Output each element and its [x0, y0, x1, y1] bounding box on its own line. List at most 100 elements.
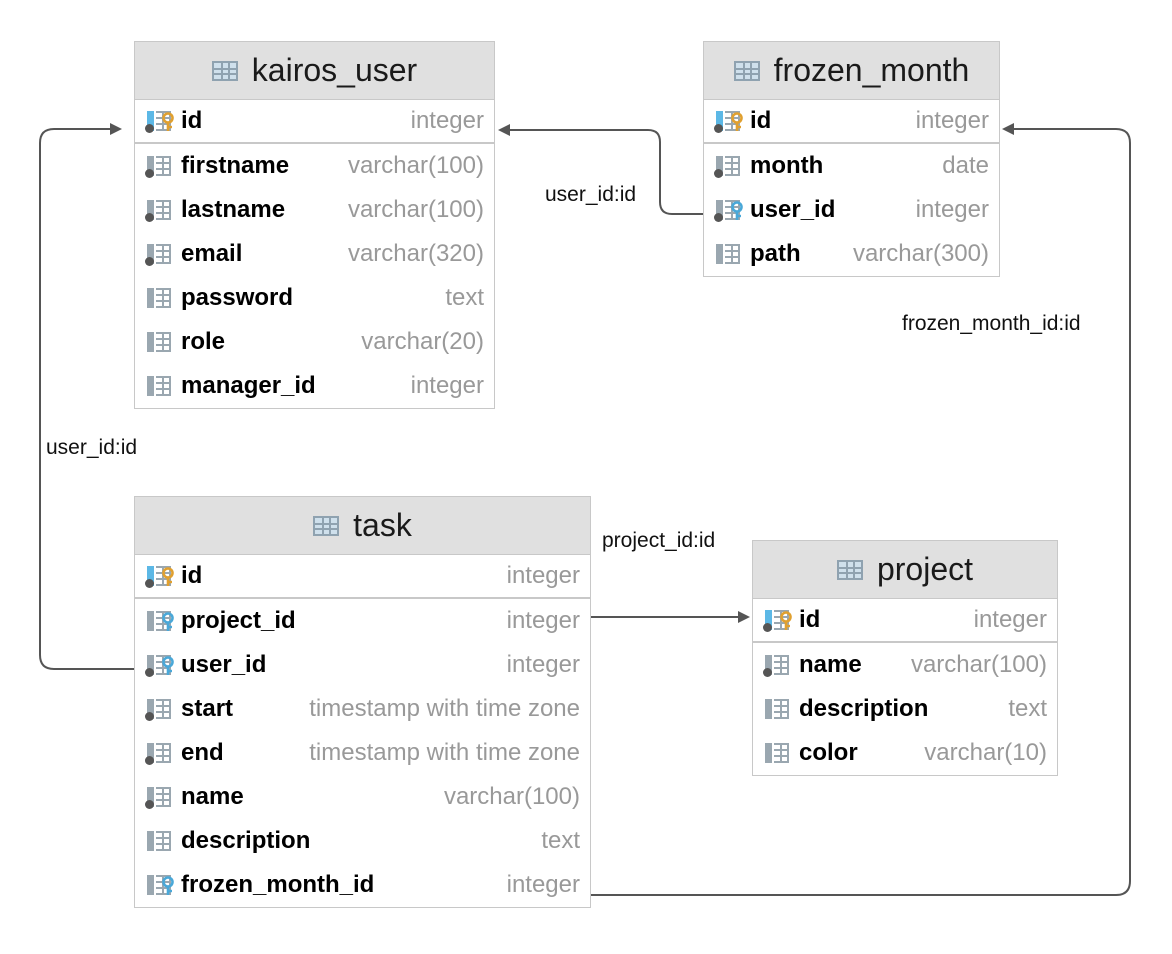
column-icon	[145, 741, 173, 765]
column-type: integer	[915, 196, 989, 223]
column-row[interactable]: id integer	[753, 599, 1057, 643]
column-row[interactable]: end timestamp with time zone	[135, 731, 590, 775]
column-name: frozen_month_id	[181, 871, 375, 898]
column-name: id	[750, 107, 772, 134]
column-row[interactable]: user_id integer	[135, 643, 590, 687]
table-header[interactable]: frozen_month	[704, 42, 999, 100]
table-header[interactable]: project	[753, 541, 1057, 599]
table-icon	[836, 559, 863, 580]
primary-key-column-icon	[145, 109, 174, 133]
column-name: id	[181, 107, 203, 134]
column-name: project_id	[181, 607, 296, 634]
column-row[interactable]: firstname varchar(100)	[135, 144, 494, 188]
link-task-frozen-month	[590, 123, 1131, 896]
column-name: manager_id	[181, 372, 316, 399]
column-row[interactable]: month date	[704, 144, 999, 188]
column-name: name	[181, 783, 244, 810]
column-icon	[145, 785, 173, 809]
column-type: varchar(320)	[347, 240, 484, 267]
column-row[interactable]: password text	[135, 276, 494, 320]
foreign-key-column-icon	[714, 198, 743, 222]
column-type: varchar(20)	[361, 328, 484, 355]
relation-label: frozen_month_id:id	[902, 312, 1081, 335]
column-icon	[145, 829, 173, 853]
column-icon	[145, 697, 173, 721]
column-name: end	[181, 739, 224, 766]
column-type: date	[942, 152, 989, 179]
column-row[interactable]: email varchar(320)	[135, 232, 494, 276]
column-icon	[714, 242, 742, 266]
column-type: timestamp with time zone	[309, 695, 580, 722]
column-type: integer	[506, 651, 580, 678]
column-name: firstname	[181, 152, 290, 179]
table-header[interactable]: kairos_user	[135, 42, 494, 100]
column-name: user_id	[750, 196, 836, 223]
column-row[interactable]: id integer	[135, 100, 494, 144]
column-row[interactable]: lastname varchar(100)	[135, 188, 494, 232]
foreign-key-column-icon	[145, 653, 174, 677]
primary-key-column-icon	[714, 109, 743, 133]
table-name: project	[876, 551, 974, 587]
column-name: email	[181, 240, 243, 267]
column-name: month	[750, 152, 824, 179]
column-row[interactable]: start timestamp with time zone	[135, 687, 590, 731]
link-task-user	[39, 123, 134, 670]
column-row[interactable]: manager_id integer	[135, 364, 494, 408]
column-icon	[145, 242, 173, 266]
column-type: varchar(10)	[924, 739, 1047, 766]
column-type: varchar(100)	[347, 152, 484, 179]
column-name: start	[181, 695, 234, 722]
foreign-key-column-icon	[145, 609, 174, 633]
column-type: integer	[506, 562, 580, 589]
column-type: text	[445, 284, 484, 311]
column-row[interactable]: frozen_month_id integer	[135, 863, 590, 907]
table-header[interactable]: task	[135, 497, 590, 555]
column-type: integer	[506, 607, 580, 634]
column-row[interactable]: id integer	[704, 100, 999, 144]
column-name: password	[181, 284, 294, 311]
column-type: integer	[410, 107, 484, 134]
column-name: user_id	[181, 651, 267, 678]
table-icon	[211, 60, 238, 81]
column-type: integer	[915, 107, 989, 134]
column-icon	[145, 198, 173, 222]
relation-label: user_id:id	[46, 436, 138, 459]
column-row[interactable]: role varchar(20)	[135, 320, 494, 364]
column-icon	[145, 374, 173, 398]
column-name: path	[750, 240, 801, 267]
column-row[interactable]: project_id integer	[135, 599, 590, 643]
column-icon	[145, 286, 173, 310]
column-type: integer	[973, 606, 1047, 633]
column-icon	[763, 653, 791, 677]
column-icon	[145, 154, 173, 178]
column-row[interactable]: id integer	[135, 555, 590, 599]
primary-key-column-icon	[763, 608, 792, 632]
column-name: description	[181, 827, 311, 854]
column-name: id	[181, 562, 203, 589]
column-type: varchar(100)	[347, 196, 484, 223]
relation-label: project_id:id	[602, 529, 716, 552]
table-name: frozen_month	[773, 52, 970, 88]
column-row[interactable]: user_id integer	[704, 188, 999, 232]
table-name: kairos_user	[251, 52, 418, 88]
column-name: role	[181, 328, 226, 355]
table-icon	[313, 515, 340, 536]
column-type: integer	[410, 372, 484, 399]
column-type: text	[541, 827, 580, 854]
column-row[interactable]: description text	[135, 819, 590, 863]
column-name: id	[799, 606, 821, 633]
primary-key-column-icon	[145, 564, 174, 588]
column-name: lastname	[181, 196, 286, 223]
column-type: timestamp with time zone	[309, 739, 580, 766]
column-icon	[714, 154, 742, 178]
column-type: integer	[506, 871, 580, 898]
